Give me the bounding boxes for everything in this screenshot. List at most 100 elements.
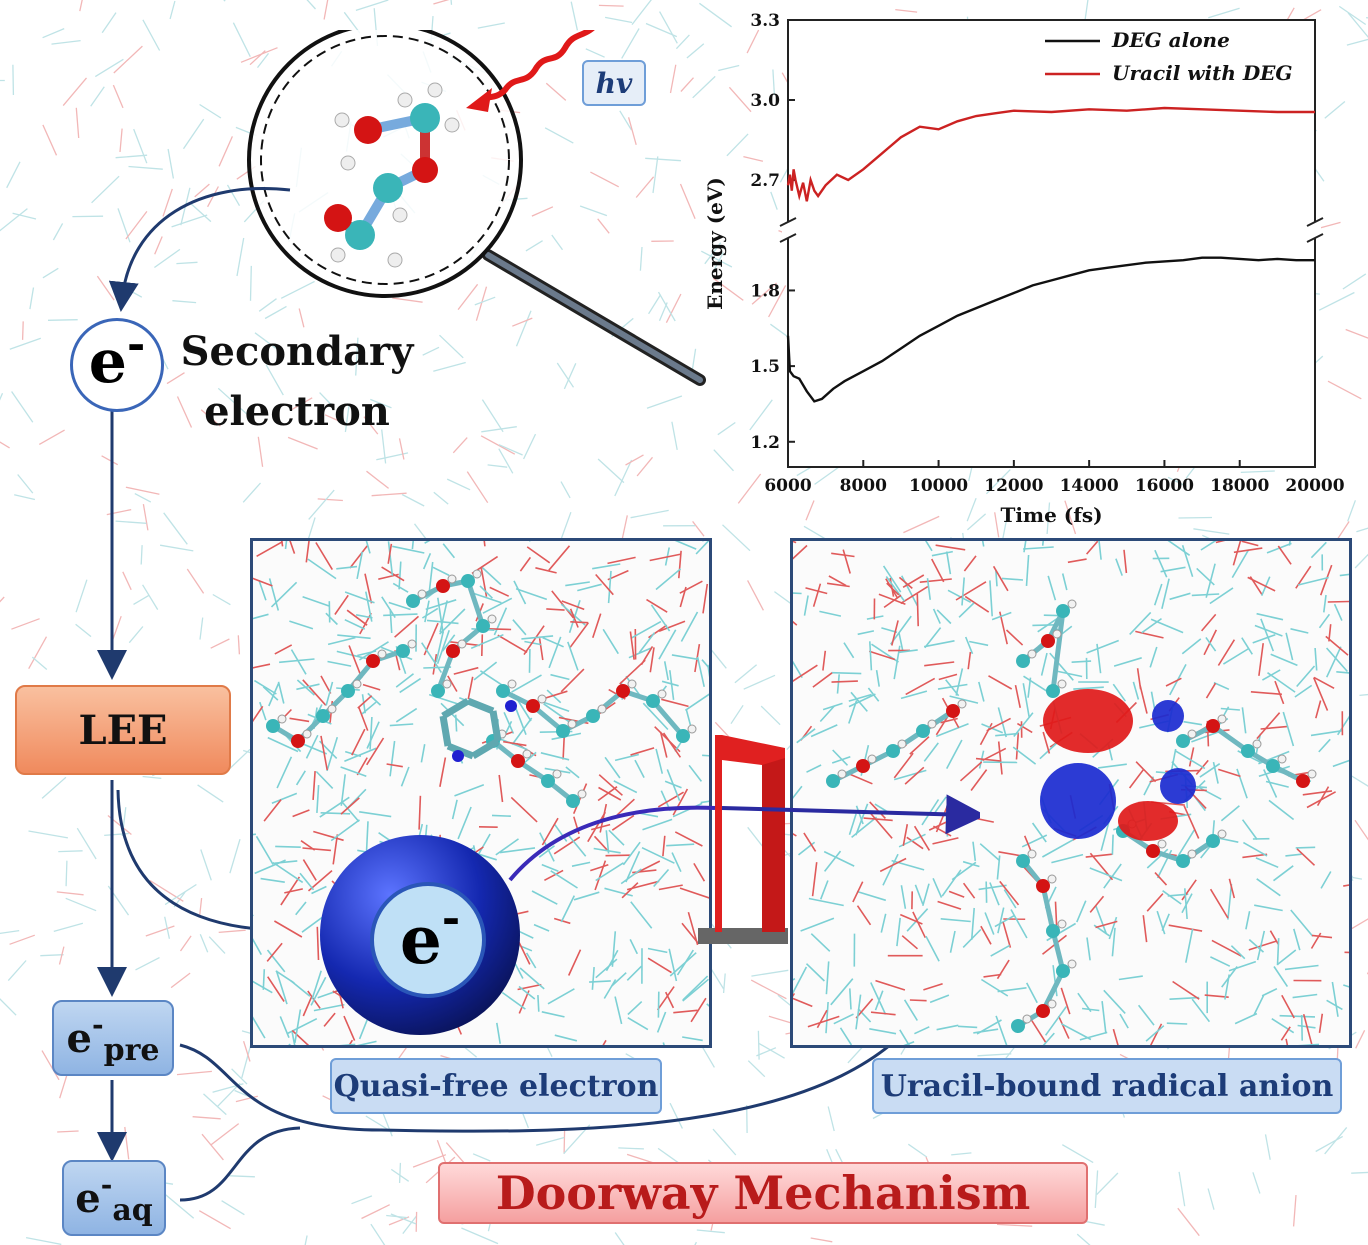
solvent-stick <box>669 952 697 977</box>
solvent-stick <box>1318 738 1331 753</box>
solvent-stick <box>498 444 523 456</box>
solvent-stick <box>133 594 150 605</box>
solvent-stick <box>307 558 337 580</box>
solvent-stick <box>893 752 914 779</box>
solvent-stick <box>1193 528 1230 535</box>
solvent-stick <box>387 541 394 576</box>
solvent-stick <box>893 645 901 680</box>
e-pre-node: e-pre <box>52 1000 174 1076</box>
atom <box>396 644 410 658</box>
solvent-stick <box>793 966 808 994</box>
nitrogen-atom <box>452 750 464 762</box>
solvent-stick <box>159 544 194 552</box>
solvent-stick <box>857 630 875 636</box>
solvent-stick <box>480 566 502 586</box>
solvent-stick <box>1209 587 1234 605</box>
atom <box>1176 854 1190 868</box>
solvent-stick <box>1276 938 1280 966</box>
solvent-stick <box>989 580 993 617</box>
solvent-stick <box>886 582 900 596</box>
solvent-stick <box>1150 618 1184 634</box>
solvent-stick <box>1168 924 1203 932</box>
arrow-eaq-merge <box>179 1126 301 1202</box>
solvent-stick <box>685 709 692 728</box>
solvent-stick <box>655 568 682 591</box>
solvent-stick <box>145 925 175 937</box>
axis-break-mark <box>1306 217 1324 227</box>
solvent-stick <box>717 421 736 436</box>
solvent-stick <box>170 972 191 989</box>
solvent-stick <box>649 553 682 562</box>
solvent-stick <box>565 581 590 587</box>
atom <box>946 704 960 718</box>
solvent-stick <box>671 421 678 451</box>
hydrogen-atom <box>1057 679 1067 689</box>
solvent-stick <box>186 568 205 594</box>
solvent-stick <box>1191 730 1221 743</box>
solvent-stick <box>290 649 307 675</box>
solvent-stick <box>272 861 304 884</box>
axis-break-mark <box>779 217 797 227</box>
hydrogen-atom <box>447 574 457 584</box>
solvent-stick <box>1285 632 1294 661</box>
solvent-stick <box>659 731 668 758</box>
secondary-e-charge: - <box>126 319 146 370</box>
solvent-stick <box>298 308 305 328</box>
atom <box>1146 844 1160 858</box>
solvent-stick <box>1290 628 1309 634</box>
solvent-stick <box>562 734 566 760</box>
solvent-stick <box>268 578 280 611</box>
solvent-stick <box>541 863 559 873</box>
solvent-stick <box>980 978 1009 997</box>
solvent-stick <box>47 319 78 321</box>
solvent-stick <box>937 683 968 690</box>
solvent-stick <box>515 310 532 347</box>
solvent-stick <box>896 917 901 947</box>
solvent-stick <box>210 638 230 649</box>
solvent-stick <box>700 800 709 804</box>
solvent-stick <box>810 724 838 738</box>
solvent-stick <box>201 1133 224 1161</box>
solvent-stick <box>445 1142 466 1164</box>
solvent-stick <box>907 1143 928 1158</box>
solvent-stick <box>900 885 907 909</box>
solvent-stick <box>863 817 893 822</box>
solvent-stick <box>658 629 677 660</box>
solvent-stick <box>805 587 828 595</box>
solvent-stick <box>935 806 948 833</box>
solvent-stick <box>843 642 855 659</box>
solvent-stick <box>621 515 628 539</box>
solvent-stick <box>94 58 124 78</box>
solvent-stick <box>692 521 705 537</box>
solvent-stick <box>614 459 633 497</box>
solvent-stick <box>593 847 621 854</box>
solvent-stick <box>1270 653 1298 667</box>
solvent-stick <box>646 598 668 613</box>
solvent-stick <box>996 1223 1033 1227</box>
solvent-stick <box>949 930 956 953</box>
solvent-stick <box>1082 1007 1100 1012</box>
solvent-stick <box>713 449 734 472</box>
solvent-stick <box>395 673 414 688</box>
solvent-stick <box>498 448 514 474</box>
solvent-stick <box>673 1009 698 1014</box>
solvent-stick <box>1292 993 1318 999</box>
solvent-stick <box>1318 1013 1324 1034</box>
solvent-stick <box>1255 857 1279 869</box>
solvent-stick <box>541 817 559 846</box>
solvent-stick <box>540 700 570 712</box>
solvent-stick <box>41 1050 60 1081</box>
solvent-stick <box>1234 1012 1258 1025</box>
hydrogen-atom <box>507 679 517 689</box>
solvent-stick <box>924 627 942 649</box>
solvent-stick <box>657 291 676 322</box>
solvent-stick <box>758 1042 785 1059</box>
solvent-stick <box>1089 895 1105 913</box>
solvent-stick <box>1071 660 1092 663</box>
solvent-stick <box>115 154 148 159</box>
solvent-stick <box>433 491 449 505</box>
solvent-stick <box>958 602 975 618</box>
solvent-stick <box>457 806 472 840</box>
secondary-electron-circle: e- <box>70 318 164 412</box>
solvent-stick <box>659 11 678 44</box>
